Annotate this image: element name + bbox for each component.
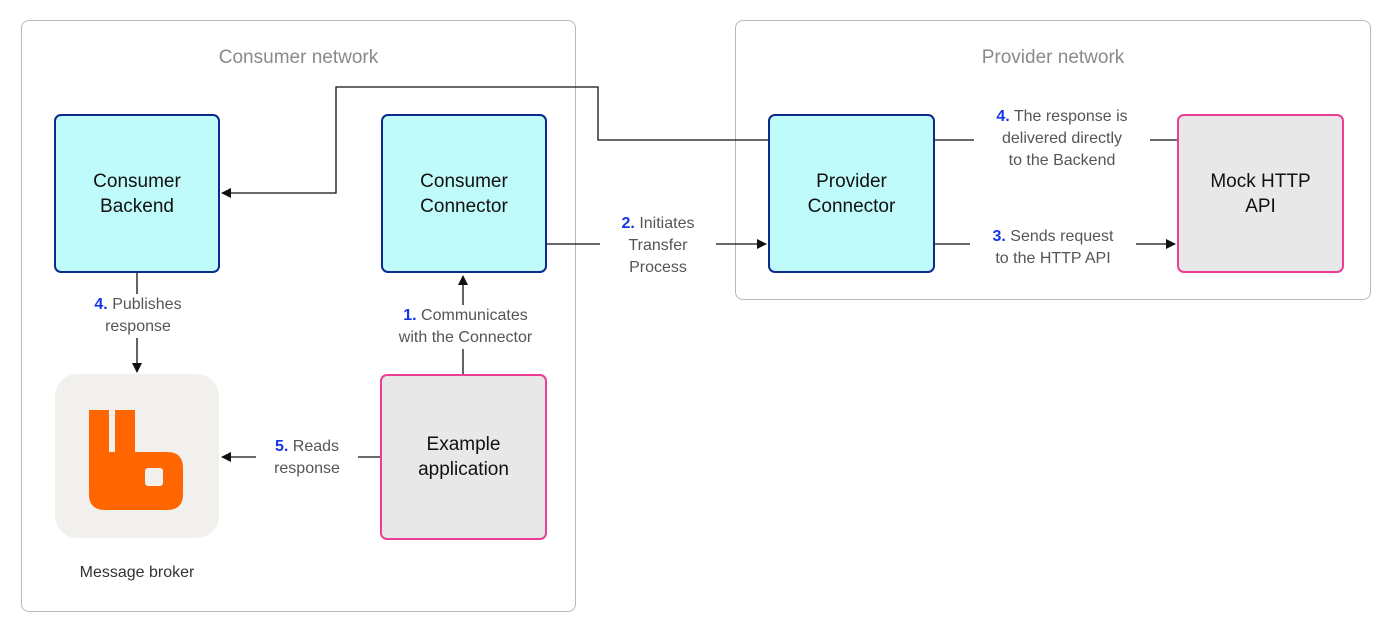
consumer-backend-node: Consumer Backend [54,114,220,273]
label-initiates: 2. Initiates Transfer Process [600,213,716,279]
message-broker-tile [55,374,219,538]
example-application-node: Example application [380,374,547,540]
message-broker-caption: Message broker [79,564,195,581]
rabbitmq-logo-icon [89,410,183,510]
provider-network-group: Provider network [735,20,1371,300]
label-publishes: 4. Publishes response [70,294,206,338]
example-application-label: Example application [418,434,509,480]
label-communicates: 1. Communicates with the Connector [375,305,556,349]
consumer-network-title: Consumer network [218,47,379,68]
edge-response-delivered [221,86,1178,198]
label-response-delivered: 4. The response is delivered directly to… [974,106,1150,172]
consumer-connector-label: Consumer Connector [420,170,508,217]
label-sends-request: 3. Sends request to the HTTP API [970,226,1136,270]
provider-connector-label: Provider Connector [807,170,896,217]
consumer-connector-node: Consumer Connector [381,114,547,273]
mock-http-api-label: Mock HTTP API [1210,170,1311,217]
label-reads: 5. Reads response [256,436,358,480]
mock-http-api-node: Mock HTTP API [1177,114,1344,273]
consumer-network-group: Consumer network [21,20,576,612]
consumer-backend-label: Consumer Backend [93,170,181,217]
provider-connector-node: Provider Connector [768,114,935,273]
provider-network-title: Provider network [981,47,1125,68]
